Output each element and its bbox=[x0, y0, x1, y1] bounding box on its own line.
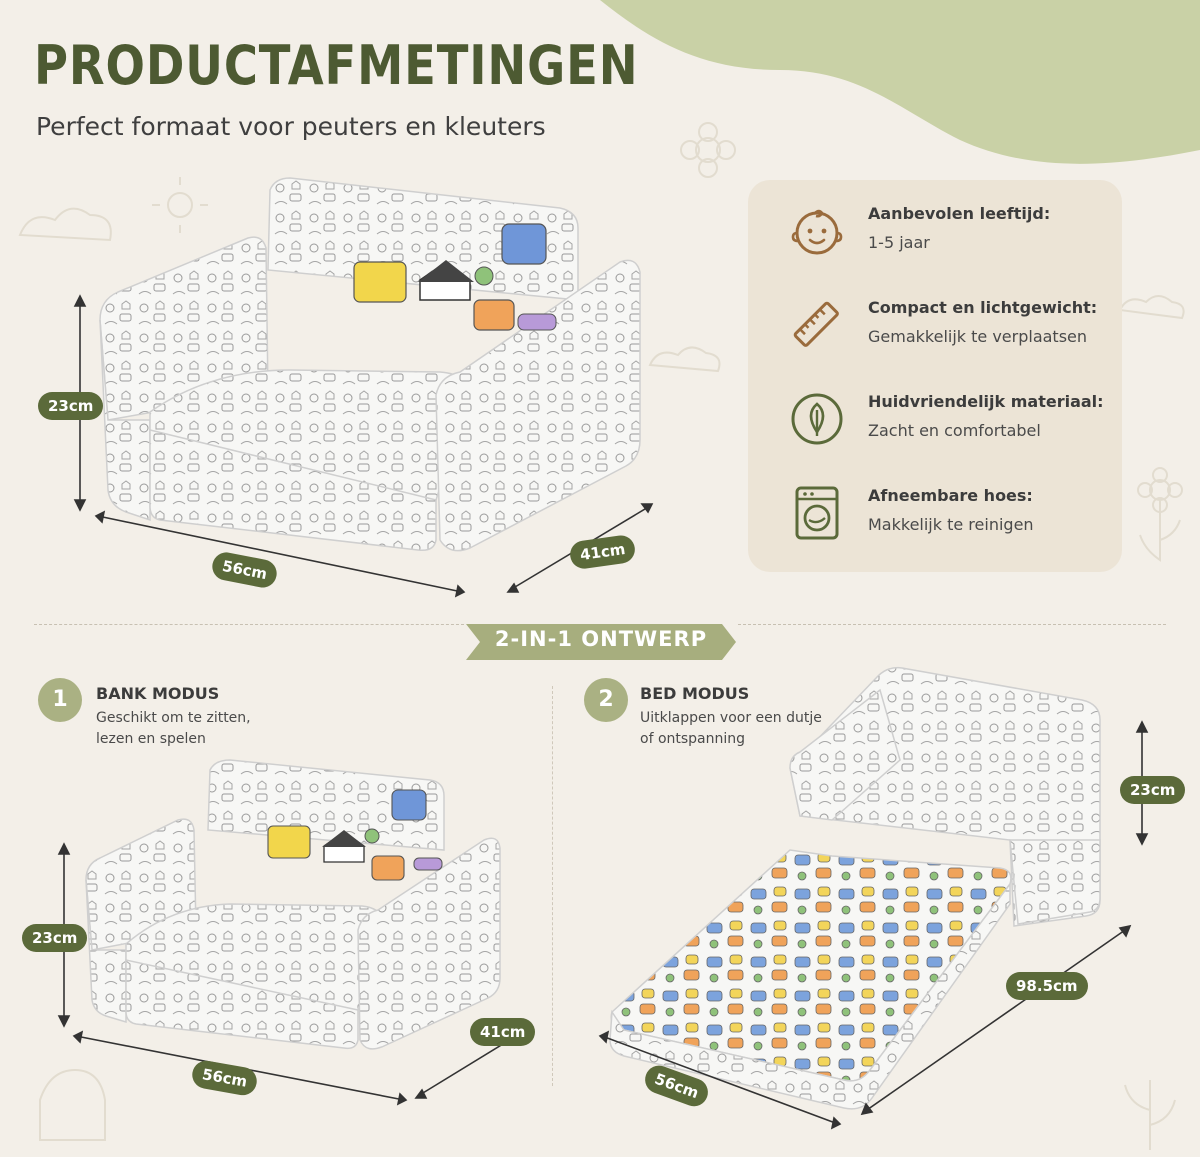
section-divider-left bbox=[34, 624, 464, 625]
feature-compact-desc: Gemakkelijk te verplaatsen bbox=[868, 327, 1088, 346]
mode-1-number-badge: 1 bbox=[38, 678, 82, 722]
feature-cover-title: Afneembare hoes: bbox=[868, 486, 1033, 505]
feature-age-title: Aanbevolen leeftijd: bbox=[868, 204, 1051, 223]
washing-machine-icon bbox=[795, 486, 839, 540]
feature-cover-desc: Makkelijk te reinigen bbox=[868, 515, 1034, 534]
section-banner-text: 2-IN-1 ONTWERP bbox=[494, 627, 708, 651]
feature-age: Aanbevolen leeftijd: 1-5 jaar bbox=[788, 202, 1118, 272]
modes-divider bbox=[552, 686, 553, 1086]
section-divider-right bbox=[738, 624, 1166, 625]
page-subtitle: Perfect formaat voor peuters en kleuters bbox=[36, 112, 546, 141]
feature-material-title: Huidvriendelijk materiaal: bbox=[868, 392, 1104, 411]
bed-mode-dimension-lines bbox=[598, 720, 1149, 1130]
mode-1-desc: Geschikt om te zitten, lezen en spelen bbox=[96, 710, 251, 747]
leaf-icon bbox=[791, 393, 843, 445]
decorative-green-wave bbox=[600, 0, 1200, 164]
main-sofa bbox=[99, 177, 641, 552]
feature-material: Huidvriendelijk materiaal: Zacht en comf… bbox=[788, 390, 1118, 460]
mode-2-title: BED MODUS bbox=[640, 684, 750, 703]
mode-2-desc: Uitklappen voor een dutje of ontspanning bbox=[640, 710, 822, 747]
page-title: PRODUCTAFMETINGEN bbox=[34, 34, 639, 97]
feature-material-desc: Zacht en comfortabel bbox=[868, 421, 1041, 440]
bed-length-label: 98.5cm bbox=[1006, 972, 1088, 1000]
feature-cover: Afneembare hoes: Makkelijk te reinigen bbox=[788, 484, 1118, 554]
mode-2-number-badge: 2 bbox=[584, 678, 628, 722]
section-banner-shape bbox=[466, 624, 736, 660]
bank-depth-label: 41cm bbox=[470, 1018, 536, 1046]
bank-mode-sofa bbox=[85, 759, 501, 1050]
bank-height-label: 23cm bbox=[22, 924, 88, 952]
main-height-label: 23cm bbox=[38, 392, 104, 420]
ruler-icon bbox=[793, 301, 839, 347]
bed-height-label: 23cm bbox=[1120, 776, 1186, 804]
feature-compact: Compact en lichtgewicht: Gemakkelijk te … bbox=[788, 296, 1118, 366]
baby-face-icon bbox=[791, 209, 843, 255]
feature-compact-title: Compact en lichtgewicht: bbox=[868, 298, 1098, 317]
mode-1-title: BANK MODUS bbox=[96, 684, 220, 703]
feature-age-desc: 1-5 jaar bbox=[868, 233, 930, 252]
bed-mode-sofa bbox=[609, 666, 1101, 1110]
